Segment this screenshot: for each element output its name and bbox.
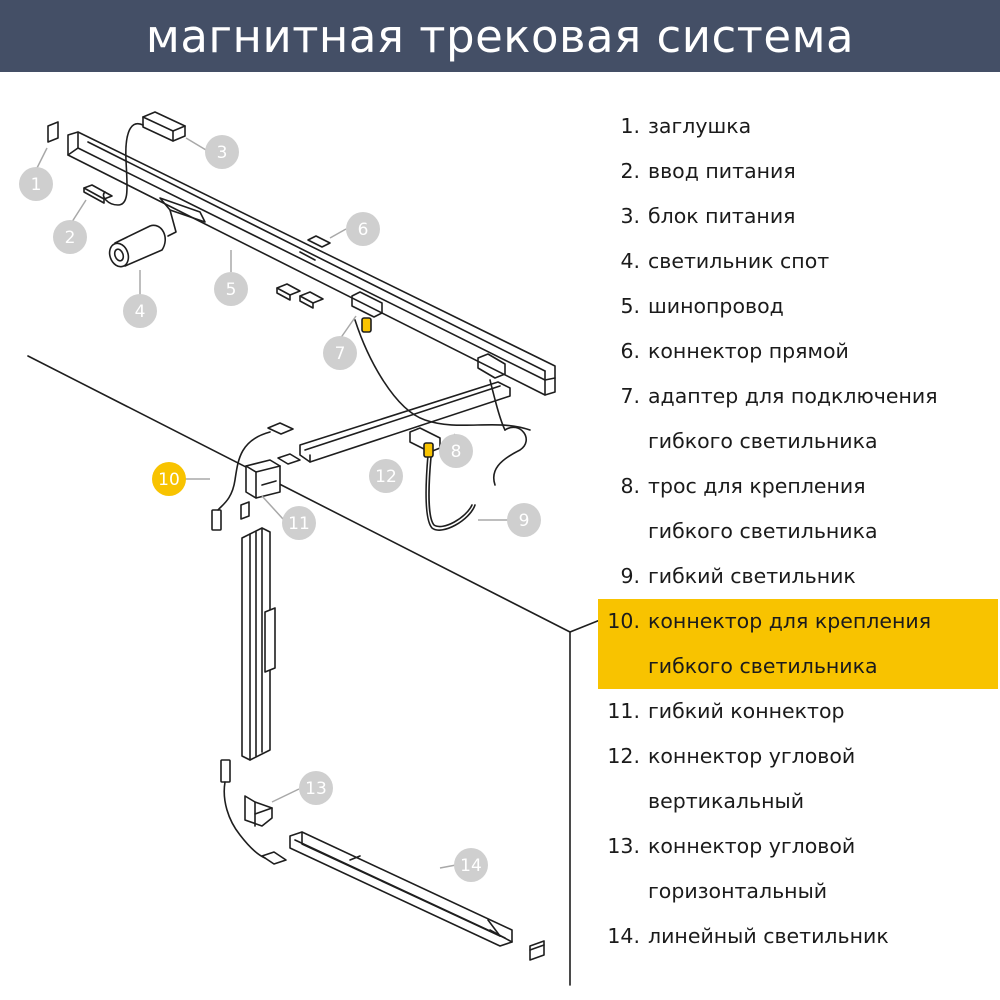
legend-number: 8. [620, 474, 640, 498]
legend-item-5: 5. шинопровод [598, 284, 998, 329]
legend-label: линейный светильник [648, 924, 889, 948]
badge-13: 13 [299, 771, 333, 805]
header-bar: магнитная трековая система [0, 0, 1000, 72]
svg-text:3: 3 [217, 143, 228, 163]
legend-number: 10. [607, 609, 640, 633]
legend-label: заглушка [648, 114, 752, 138]
legend-label: блок питания [648, 204, 796, 228]
legend-label: коннектор для крепления [648, 609, 932, 633]
corner-vertical [245, 459, 281, 499]
legend-number: 3. [620, 204, 640, 228]
legend-item-4: 4. светильник спот [598, 239, 998, 284]
page-title: магнитная трековая система [145, 9, 855, 63]
legend-label: адаптер для подключения [648, 384, 938, 408]
legend-item-3: 3. блок питания [598, 194, 998, 239]
legend: 1. заглушка 2. ввод питания 3. блок питания 4.… [598, 104, 998, 959]
legend-item-7: 7. адаптер для подключения гибкого светиль… [598, 374, 998, 464]
legend-label: коннектор угловой [648, 744, 856, 768]
legend-label: гибкий светильник [648, 564, 856, 588]
legend-item-8: 8. трос для крепления гибкого светильника [598, 464, 998, 554]
badge-6: 6 [346, 212, 380, 246]
straight-connector [276, 235, 331, 309]
yellow-connectors [361, 317, 434, 458]
legend-label: гибкого светильника [648, 654, 878, 678]
adapter [351, 291, 383, 318]
svg-text:10: 10 [158, 470, 180, 490]
ceiling-track [67, 131, 556, 396]
power-supply [102, 111, 186, 206]
end-cap-1 [47, 121, 59, 143]
badge-8: 8 [439, 434, 473, 468]
legend-number: 13. [607, 834, 640, 858]
legend-item-10: 10. коннектор для крепления гибкого светил… [598, 599, 998, 689]
legend-label: коннектор прямой [648, 339, 849, 363]
legend-label: светильник спот [648, 249, 830, 273]
svg-text:4: 4 [135, 302, 146, 322]
svg-text:12: 12 [375, 467, 397, 487]
legend-number: 7. [620, 384, 640, 408]
return-track [299, 381, 511, 463]
legend-label: шинопровод [648, 294, 784, 318]
legend-item-13: 13. коннектор угловой горизонтальный [598, 824, 998, 914]
legend-item-6: 6. коннектор прямой [598, 329, 998, 374]
legend-label: ввод питания [648, 159, 796, 183]
badge-12: 12 [369, 459, 403, 493]
svg-text:7: 7 [335, 344, 346, 364]
legend-number: 12. [607, 744, 640, 768]
legend-number: 2. [620, 159, 640, 183]
spot-light [108, 197, 206, 268]
legend-label: гибкого светильника [648, 429, 878, 453]
svg-text:1: 1 [31, 175, 42, 195]
legend-item-12: 12. коннектор угловой вертикальный [598, 734, 998, 824]
badge-5: 5 [214, 272, 248, 306]
legend-number: 1. [620, 114, 640, 138]
power-input [83, 184, 113, 200]
room-outline [27, 355, 601, 986]
legend-number: 14. [607, 924, 640, 948]
badge-4: 4 [123, 294, 157, 328]
legend-number: 9. [620, 564, 640, 588]
badge-10: 10 [152, 462, 186, 496]
legend-item-11: 11. гибкий коннектор [598, 689, 998, 734]
legend-number: 11. [607, 699, 640, 723]
legend-item-14: 14. линейный светильник [598, 914, 998, 959]
badge-2: 2 [53, 220, 87, 254]
badge-11: 11 [282, 506, 316, 540]
svg-text:14: 14 [460, 856, 482, 876]
legend-number: 5. [620, 294, 640, 318]
legend-label: гибкого светильника [648, 519, 878, 543]
legend-item-2: 2. ввод питания [598, 149, 998, 194]
svg-text:11: 11 [288, 514, 310, 534]
badge-3: 3 [205, 135, 239, 169]
legend-label: коннектор угловой [648, 834, 856, 858]
legend-number: 4. [620, 249, 640, 273]
badge-7: 7 [323, 336, 357, 370]
legend-label: вертикальный [648, 789, 805, 813]
badge-14: 14 [454, 848, 488, 882]
legend-number: 6. [620, 339, 640, 363]
badge-9: 9 [507, 503, 541, 537]
linear-luminaire [289, 831, 513, 947]
svg-text:9: 9 [519, 511, 530, 531]
svg-text:2: 2 [65, 228, 76, 248]
svg-text:5: 5 [226, 280, 237, 300]
vertical-track [241, 527, 276, 761]
legend-label: трос для крепления [648, 474, 866, 498]
legend-label: гибкий коннектор [648, 699, 845, 723]
svg-text:8: 8 [451, 442, 462, 462]
corner-horizontal [244, 795, 273, 827]
flexible-luminaire [425, 454, 476, 531]
legend-item-9: 9. гибкий светильник [598, 554, 998, 599]
badge-1: 1 [19, 167, 53, 201]
svg-text:13: 13 [305, 779, 327, 799]
svg-text:6: 6 [358, 220, 369, 240]
legend-item-1: 1. заглушка [598, 104, 998, 149]
legend-label: горизонтальный [648, 879, 828, 903]
